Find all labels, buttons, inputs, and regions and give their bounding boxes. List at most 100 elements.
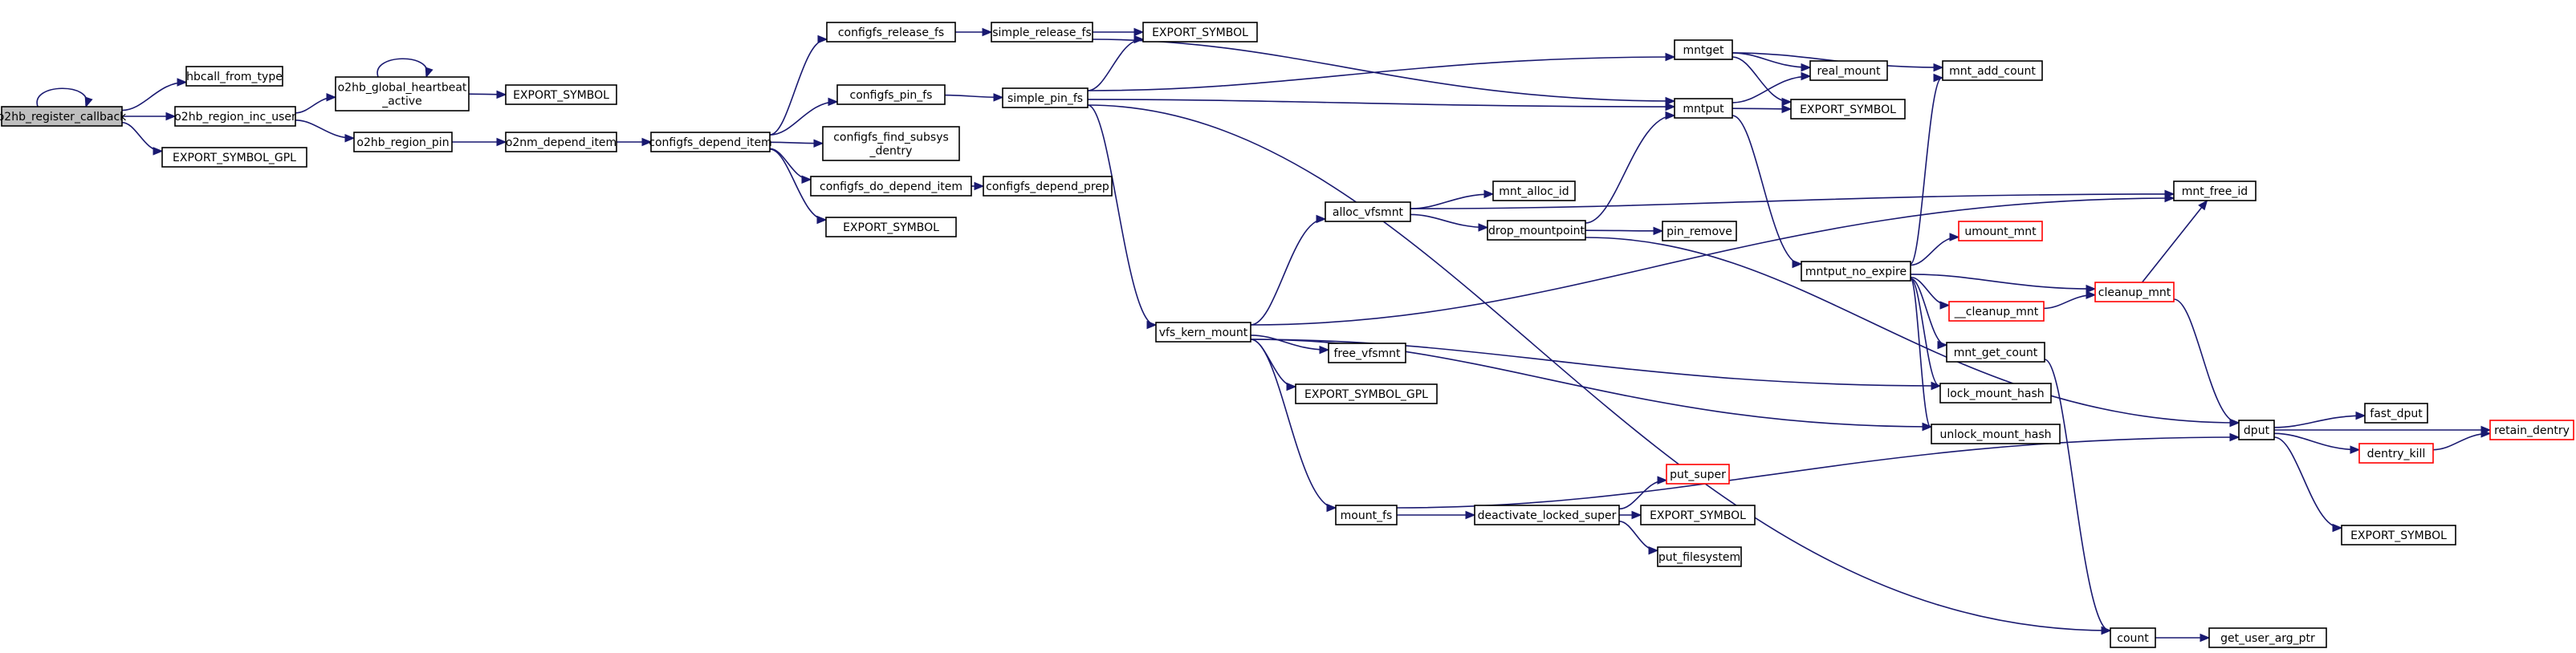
node-simple-pin[interactable]: simple_pin_fs	[1002, 87, 1089, 108]
edge-mntput-to-export-5	[1732, 104, 1793, 114]
node-o2nm-depend[interactable]: o2nm_depend_item	[505, 132, 617, 152]
node-export-5[interactable]: EXPORT_SYMBOL	[1790, 99, 1906, 120]
node-vfs-kern[interactable]: vfs_kern_mount	[1155, 322, 1251, 343]
node-mntget[interactable]: mntget	[1674, 39, 1733, 60]
node-box	[185, 66, 283, 87]
node-get-user-arg-ptr[interactable]: get_user_arg_ptr	[2208, 627, 2327, 648]
node-drop-mountpoint[interactable]: drop_mountpoint	[1487, 220, 1586, 241]
node-export-3[interactable]: EXPORT_SYMBOL	[1142, 22, 1258, 43]
node-umount-mnt[interactable]: umount_mnt	[1958, 221, 2043, 241]
edge-dput-to-dentry-kill	[2273, 432, 2361, 454]
edge-deactivate-to-put-fs	[1618, 521, 1659, 555]
node-mnt-get-count[interactable]: mnt_get_count	[1946, 342, 2045, 363]
edge-arrowhead	[1939, 301, 1951, 310]
node-box	[836, 84, 946, 105]
node-export-6[interactable]: EXPORT_SYMBOL	[2341, 525, 2456, 546]
edge-arrowhead	[1931, 381, 1942, 391]
node-box	[1942, 60, 2043, 81]
node-box	[826, 22, 956, 43]
node-mount-fs[interactable]: mount_fs	[1335, 505, 1398, 525]
edge-arrowhead	[84, 96, 93, 108]
node-inc-user[interactable]: o2hb_region_inc_user	[174, 106, 296, 127]
node-put-super[interactable]: put_super	[1666, 464, 1730, 485]
node-root[interactable]: o2hb_register_callback	[0, 106, 127, 127]
node-label: configfs_find_subsys	[833, 132, 949, 144]
node-label: get_user_arg_ptr	[2220, 632, 2315, 645]
edge-line	[1250, 339, 1296, 387]
node-pin-remove[interactable]: pin_remove	[1662, 221, 1737, 241]
node-retain-dentry[interactable]: retain_dentry	[2489, 420, 2574, 440]
node-cleanup-mnt[interactable]: cleanup_mnt	[2094, 282, 2175, 302]
node-free-vfsmnt[interactable]: free_vfsmnt	[1328, 343, 1406, 363]
edge-mntput-no-expire-to-cleanup-mnt	[1910, 274, 2097, 294]
node-export-gpl-2[interactable]: EXPORT_SYMBOL_GPL	[1295, 383, 1438, 404]
node-box	[505, 132, 617, 152]
node-box	[1674, 98, 1733, 119]
node-lock-mount-hash[interactable]: lock_mount_hash	[1939, 383, 2052, 404]
node-deactivate[interactable]: deactivate_locked_super	[1474, 505, 1620, 525]
edge-arrowhead	[813, 139, 824, 148]
node-count[interactable]: count	[2110, 627, 2156, 648]
node-region-pin[interactable]: o2hb_region_pin	[353, 132, 453, 152]
edge-simple-pin-to-vfs-kern	[1087, 104, 1158, 330]
edge-arrowhead	[1933, 73, 1944, 83]
node-label: EXPORT_SYMBOL	[513, 89, 609, 102]
node-hbcall[interactable]: hbcall_from_type	[185, 66, 283, 87]
nodes-layer: o2hb_register_callback hbcall_from_type o2…	[0, 22, 2574, 648]
node-global-hb[interactable]: o2hb_global_heartbeat_active	[335, 76, 470, 112]
edge-arrowhead	[1657, 476, 1668, 485]
node-cfg-do-depend[interactable]: configfs_do_depend_item	[810, 176, 972, 197]
node-dentry-kill[interactable]: dentry_kill	[2358, 443, 2434, 464]
node-mnt-add-count[interactable]: mnt_add_count	[1942, 60, 2043, 81]
node-export-1[interactable]: EXPORT_SYMBOL	[505, 84, 617, 105]
node-mnt-alloc-id[interactable]: mnt_alloc_id	[1492, 180, 1576, 201]
edge-line	[1410, 213, 1487, 229]
node-label: lock_mount_hash	[1947, 387, 2044, 400]
node-unlock-mount-hash[interactable]: unlock_mount_hash	[1931, 424, 2061, 444]
node-box	[1931, 424, 2061, 444]
node-label: put_filesystem	[1658, 551, 1740, 564]
node-export-4[interactable]: EXPORT_SYMBOL	[1640, 505, 1756, 525]
edge-arrowhead	[2480, 429, 2492, 438]
edge-line	[1250, 335, 1329, 351]
node-fast-dput[interactable]: fast_dput	[2364, 403, 2428, 424]
node-export-2[interactable]: EXPORT_SYMBOL	[825, 217, 957, 237]
edge-line	[36, 87, 87, 107]
edge-cfg-depend-to-cfg-do-depend	[769, 148, 812, 184]
edge-arrowhead	[2332, 523, 2343, 533]
edge-cleanup-mnt--to-cleanup-mnt	[2043, 290, 2097, 310]
node-mnt-free-id[interactable]: mnt_free_id	[2173, 180, 2257, 201]
node-alloc-vfsmnt[interactable]: alloc_vfsmnt	[1325, 201, 1411, 222]
edge-line	[1732, 52, 1810, 68]
node-label: drop_mountpoint	[1488, 225, 1585, 237]
edge-alloc-vfsmnt-to-mnt-free-id	[1410, 189, 2175, 209]
node-cleanup-mnt-[interactable]: __cleanup_mnt	[1948, 301, 2045, 322]
node-mntput-no-expire[interactable]: mntput_no_expire	[1801, 261, 1911, 282]
edge-line	[1087, 39, 1143, 91]
node-real-mount[interactable]: real_mount	[1809, 60, 1888, 81]
node-mntput[interactable]: mntput	[1674, 98, 1733, 119]
node-label: configfs_do_depend_item	[820, 180, 962, 193]
node-cfg-pin[interactable]: configfs_pin_fs	[836, 84, 946, 105]
edge-arrowhead	[1665, 102, 1676, 112]
edge-arrowhead	[974, 181, 985, 191]
node-box	[1335, 505, 1398, 525]
node-label: mnt_get_count	[1954, 347, 2038, 359]
node-cfg-depend[interactable]: configfs_depend_item	[649, 132, 772, 152]
edge-cfg-do-depend-to-cfg-prep	[971, 181, 985, 191]
edge-alloc-vfsmnt-to-drop-mountpoint	[1410, 213, 1489, 232]
node-simple-release[interactable]: simple_release_fs	[991, 22, 1093, 43]
node-cfg-release[interactable]: configfs_release_fs	[826, 22, 956, 43]
node-cfg-prep[interactable]: configfs_depend_prep	[983, 176, 1113, 197]
node-dput[interactable]: dput	[2238, 420, 2275, 440]
node-export-gpl-1[interactable]: EXPORT_SYMBOL_GPL	[161, 147, 307, 168]
node-cfg-find[interactable]: configfs_find_subsys_dentry	[822, 126, 960, 161]
node-label: EXPORT_SYMBOL	[1650, 509, 1746, 522]
edge-line	[1585, 229, 1662, 232]
edge-cfg-depend-to-cfg-pin	[769, 97, 839, 136]
node-box	[1948, 301, 2045, 322]
node-put-fs[interactable]: put_filesystem	[1657, 546, 1742, 567]
node-label: mnt_add_count	[1949, 65, 2036, 78]
edge-cfg-pin-to-simple-pin	[944, 93, 1004, 102]
node-label: mnt_free_id	[2182, 185, 2248, 198]
